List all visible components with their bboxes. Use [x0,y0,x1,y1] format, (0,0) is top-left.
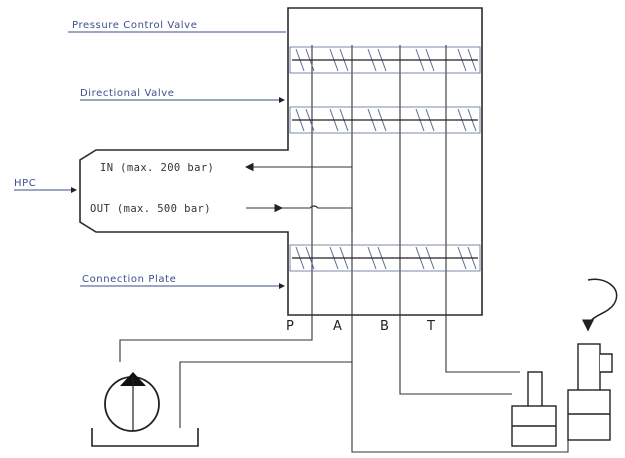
label-leaders [14,31,286,289]
valve-stack-outline [79,7,483,316]
piping [119,315,569,453]
port-a-label: A [333,319,342,334]
port-b-label: B [380,319,389,334]
pump-icon [91,372,199,447]
connection-plate-label: Connection Plate [82,274,176,285]
hpc-label: HPC [14,178,36,189]
connection-plate-row [289,244,481,272]
directional-valve-label: Directional Valve [80,88,175,99]
arrow-icon [582,278,618,332]
passage-lines [311,45,447,315]
in-port-label: IN (max. 200 bar) [100,162,214,174]
port-p-label: P [286,319,294,334]
out-line [246,203,353,232]
directional-valve-row [289,106,481,134]
pressure-control-valve-label: Pressure Control Valve [72,20,197,31]
pressure-control-valve-row [289,46,481,74]
out-port-label: OUT (max. 500 bar) [90,203,211,215]
port-t-label: T [426,319,435,334]
cylinder-icon [511,343,613,447]
